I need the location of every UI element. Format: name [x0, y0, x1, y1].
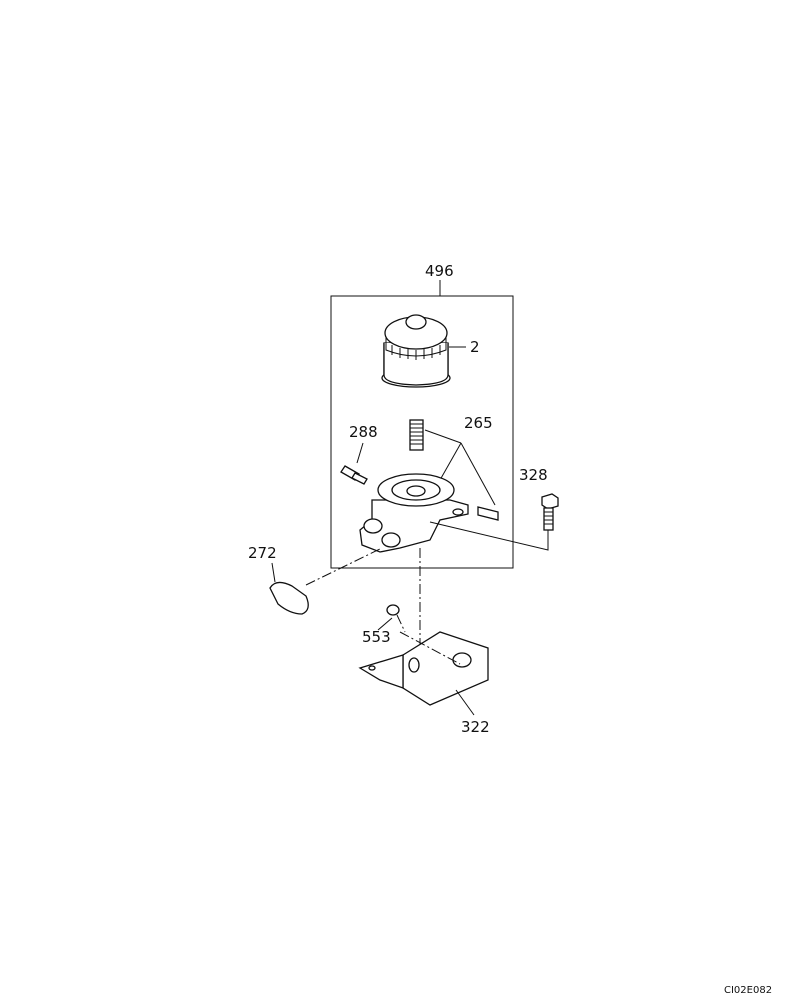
bolt-328: 328 [429, 466, 559, 551]
assembly-box: 496 [330, 262, 514, 569]
label-496: 496 [425, 262, 454, 280]
label-272: 272 [248, 544, 277, 562]
label-322: 322 [461, 718, 490, 736]
drawing-code: CI02E082 [724, 985, 772, 996]
label-553: 553 [362, 628, 391, 646]
filter-head [359, 473, 469, 553]
nipple-265: 265 [409, 414, 499, 521]
label-265: 265 [464, 414, 493, 432]
sensor-288: 288 [340, 423, 378, 485]
nut-553: 553 [362, 604, 406, 646]
filter-cartridge: 2 [381, 314, 480, 388]
cap-272: 272 [248, 544, 383, 615]
label-2: 2 [470, 338, 480, 356]
bracket-322: 322 [358, 631, 490, 736]
label-288: 288 [349, 423, 378, 441]
label-328: 328 [519, 466, 548, 484]
